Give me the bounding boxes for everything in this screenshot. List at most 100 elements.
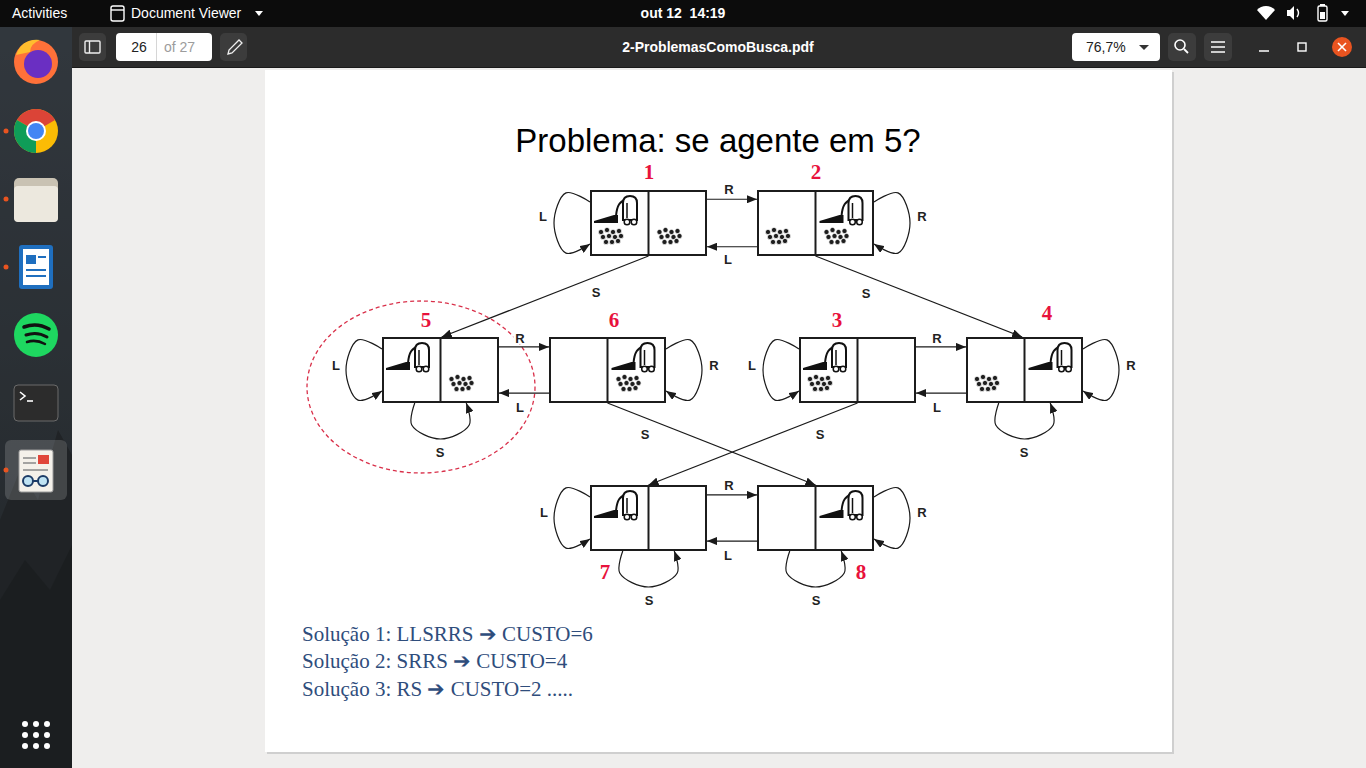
viewer-toolbar-part (1204, 33, 1232, 61)
cell-divider (1024, 337, 1026, 403)
viewer-toolbar-part (228, 40, 242, 54)
transition-arrow (1083, 339, 1119, 400)
dirt-pile-part (600, 234, 605, 239)
action-label: L (537, 210, 549, 223)
state-art (757, 190, 874, 256)
state-number: 8 (855, 562, 868, 583)
dirt-pile-part (609, 239, 614, 244)
action-label: S (590, 286, 603, 299)
chrome-icon-part (28, 123, 44, 139)
zoom-level: 76,7% (1086, 39, 1126, 55)
edge-label-holder: L (746, 359, 758, 372)
viewer-toolbar-part (1332, 37, 1352, 57)
viewer-toolbar-part (1072, 33, 1160, 61)
app-grid-icon-part (44, 721, 50, 727)
vacuum-agent (1029, 343, 1072, 372)
document-viewer-icon-part (23, 462, 36, 464)
vacuum-agent (803, 343, 846, 372)
vacuum-agent-part (594, 510, 618, 518)
files-icon (14, 178, 58, 222)
dirt-pile-part (841, 238, 846, 243)
dirt-pile-part (603, 239, 608, 244)
dirt-pile-part (616, 376, 621, 381)
viewer-toolbar-part (220, 33, 247, 61)
cell-divider (607, 337, 609, 403)
top-bar-part (1341, 11, 1349, 16)
dirt-pile-part (466, 385, 471, 390)
state-art (590, 485, 707, 551)
state-number-holder: 8 (855, 562, 868, 583)
action-label: L (746, 359, 758, 372)
edge-label-holder: R (930, 332, 943, 345)
viewer-toolbar-part (1338, 43, 1346, 51)
dirt-pile-part (976, 381, 981, 386)
transition-arrow (707, 540, 757, 541)
viewer-toolbar-part (72, 67, 1366, 68)
state-number: 5 (420, 310, 433, 331)
transition-arrow (346, 339, 382, 400)
action-label: S (860, 287, 873, 300)
firefox-icon (14, 40, 58, 84)
slide-title: Problema: se agente em 5? (515, 122, 920, 160)
state-box: 6 (549, 337, 666, 403)
activities-button: Activities (12, 5, 67, 21)
transition-arrow (916, 346, 966, 347)
action-label: L (722, 549, 734, 562)
dirt-pile-part (765, 229, 770, 234)
cell-divider (440, 337, 442, 403)
vacuum-agent-part (386, 362, 410, 370)
running-dots-part (4, 468, 9, 473)
transition-arrow (816, 256, 1023, 337)
state-art (590, 190, 707, 256)
pdf-page (265, 70, 1174, 754)
edge-label-holder: S (860, 287, 873, 300)
dirt-pile-part (449, 376, 454, 381)
vacuum-agent-part (644, 350, 646, 365)
label-holder: Document Viewer (131, 5, 241, 21)
transition-arrow (995, 403, 1054, 439)
clock: out 12 14:19 (641, 5, 726, 21)
dirt-pile-part (777, 229, 782, 234)
dirt-pile (598, 227, 623, 244)
document-viewer-icon-part (19, 450, 53, 492)
viewer-toolbar-part (1259, 50, 1269, 52)
dirt-pile-part (675, 228, 680, 233)
transition-arrow (554, 487, 590, 548)
state-art (382, 337, 499, 403)
dirt-pile-part (668, 239, 673, 244)
transition-arrow (707, 494, 757, 495)
action-label: L (722, 253, 734, 266)
label-holder: 76,7% (1086, 39, 1126, 55)
spotify-icon (14, 313, 58, 357)
writer-icon-part (23, 249, 49, 285)
running-dots-part (4, 197, 9, 202)
files-icon-part (14, 186, 58, 222)
dirt-pile-part (669, 229, 674, 234)
action-label: L (538, 506, 550, 519)
dirt-pile-part (674, 238, 679, 243)
label-holder: 2-ProblemasComoBusca.pdf (622, 39, 813, 55)
viewer-toolbar-part (72, 27, 1366, 68)
dirt-pile-part (451, 381, 456, 386)
action-label: L (330, 359, 342, 372)
dirt-pile-part (469, 380, 474, 385)
vacuum-agent-part (833, 366, 839, 372)
running-dots-part (4, 265, 9, 270)
viewer-toolbar-part (1298, 43, 1306, 51)
state-number-holder: 2 (810, 162, 823, 183)
edge-label-holder: R (707, 359, 720, 372)
dirt-pile-part (842, 228, 847, 233)
edge-label-holder: L (537, 210, 549, 223)
state-box: 4 (966, 337, 1083, 403)
dirt-pile-part (980, 374, 985, 379)
dirt-pile-part (454, 386, 459, 391)
transition-arrow (786, 551, 845, 587)
vacuum-agent-part (1061, 350, 1063, 365)
spotify-icon-part (14, 313, 58, 357)
vacuum-agent-part (857, 514, 863, 520)
dirt-pile-part (815, 380, 820, 385)
dirt-pile-part (677, 233, 682, 238)
transition-arrow (411, 403, 470, 439)
viewer-toolbar-part (1211, 41, 1225, 43)
